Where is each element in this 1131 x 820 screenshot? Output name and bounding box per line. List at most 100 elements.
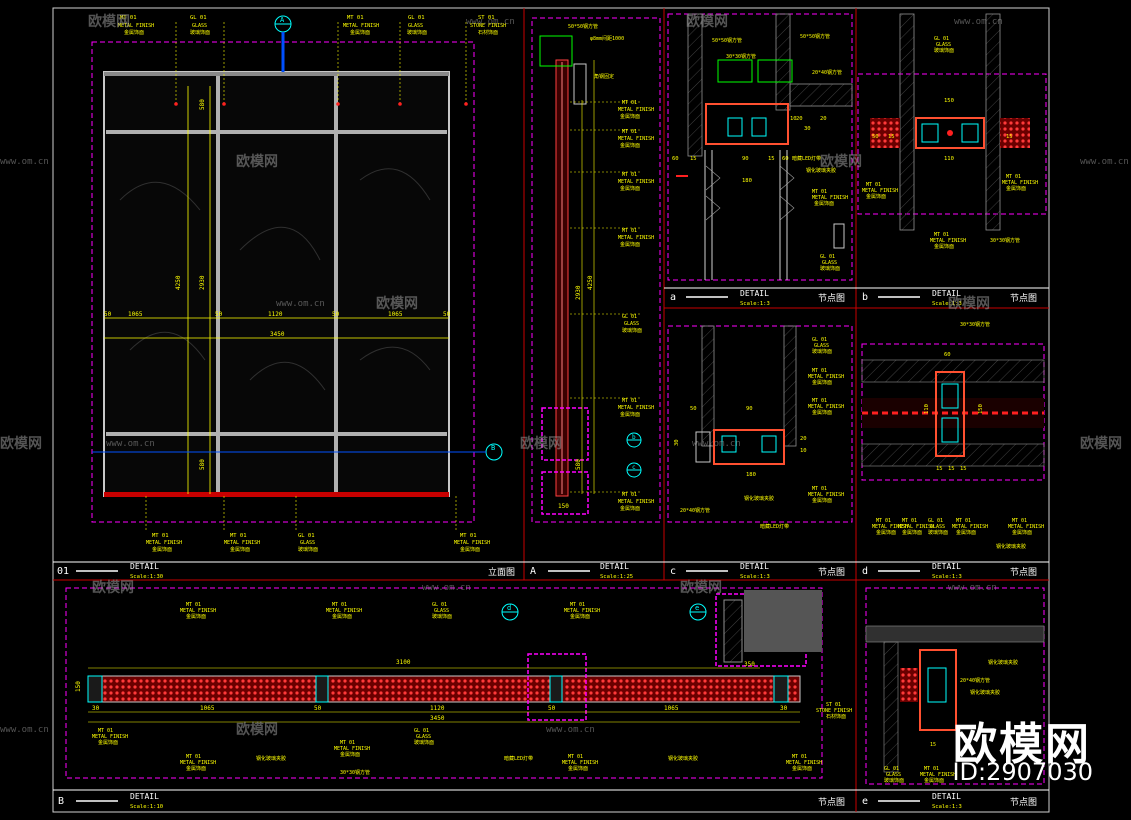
svg-text:欧模网: 欧模网 bbox=[820, 153, 862, 170]
tag-01-top-3: MT 01 METAL FINISH 金属饰面 bbox=[336, 15, 379, 106]
svg-text:METAL FINISH: METAL FINISH bbox=[92, 734, 128, 740]
svg-text:MT 01: MT 01 bbox=[568, 754, 583, 760]
svg-text:20: 20 bbox=[800, 436, 807, 442]
svg-text:Scale:1:3: Scale:1:3 bbox=[932, 301, 962, 307]
dim-01-hbot: 580 bbox=[199, 459, 206, 470]
svg-text:METAL FINISH: METAL FINISH bbox=[920, 772, 956, 778]
svg-text:MT 01: MT 01 bbox=[924, 766, 939, 772]
svg-text:GL 01: GL 01 bbox=[298, 533, 315, 539]
svg-text:GL 01: GL 01 bbox=[934, 36, 949, 42]
title-bar-plan-b: B DETAIL Scale:1:10 节点图 bbox=[58, 792, 845, 810]
svg-text:METAL FINISH: METAL FINISH bbox=[618, 136, 654, 142]
svg-text:金属饰面: 金属饰面 bbox=[812, 379, 832, 386]
svg-text:www.om.cn: www.om.cn bbox=[106, 439, 155, 449]
dim-01-hmid: 2930 bbox=[199, 275, 206, 290]
title-bar-a-small: a DETAIL Scale:1:3 节点图 bbox=[670, 289, 845, 307]
svg-text:MT 01: MT 01 bbox=[230, 533, 247, 539]
svg-text:钢化玻璃夹胶: 钢化玻璃夹胶 bbox=[806, 167, 836, 174]
svg-text:玻璃饰面: 玻璃饰面 bbox=[884, 777, 904, 784]
svg-text:欧模网: 欧模网 bbox=[680, 579, 722, 596]
svg-text:MT 01: MT 01 bbox=[812, 398, 827, 404]
svg-text:金属饰面: 金属饰面 bbox=[934, 243, 954, 250]
svg-text:50: 50 bbox=[314, 705, 322, 712]
svg-text:欧模网: 欧模网 bbox=[92, 579, 134, 596]
svg-text:节点图: 节点图 bbox=[1010, 293, 1037, 304]
dim-01-w1: 1065 bbox=[128, 311, 143, 318]
svg-text:欧模网: 欧模网 bbox=[0, 435, 42, 452]
marker-b: B bbox=[491, 444, 495, 452]
svg-text:节点图: 节点图 bbox=[1010, 797, 1037, 808]
svg-text:钢化玻璃夹胶: 钢化玻璃夹胶 bbox=[970, 689, 1000, 696]
svg-text:金属饰面: 金属饰面 bbox=[460, 546, 480, 553]
svg-text:15: 15 bbox=[930, 742, 936, 748]
svg-text:e: e bbox=[862, 796, 868, 807]
svg-text:金属饰面: 金属饰面 bbox=[152, 546, 172, 553]
svg-text:金属饰面: 金属饰面 bbox=[1012, 529, 1032, 536]
svg-text:钢化玻璃夹胶: 钢化玻璃夹胶 bbox=[988, 659, 1018, 666]
svg-text:MT 01: MT 01 bbox=[186, 754, 201, 760]
svg-text:GLASS: GLASS bbox=[814, 343, 829, 349]
panel-dividers bbox=[53, 8, 1049, 812]
detail-d: 60 110 150 15 15 15 30*30钢方管 MT 01METAL … bbox=[861, 321, 1045, 550]
svg-text:150: 150 bbox=[944, 98, 954, 104]
svg-text:节点图: 节点图 bbox=[818, 797, 845, 808]
svg-text:15: 15 bbox=[948, 466, 955, 472]
watermark-brand: 欧模网 bbox=[953, 719, 1091, 770]
svg-text:金属饰面: 金属饰面 bbox=[956, 529, 976, 536]
svg-text:www.om.cn: www.om.cn bbox=[466, 17, 515, 27]
svg-text:METAL FINISH: METAL FINISH bbox=[808, 404, 844, 410]
svg-text:ST 01: ST 01 bbox=[478, 15, 495, 21]
svg-text:暗藏LED灯带: 暗藏LED灯带 bbox=[760, 523, 789, 530]
svg-text:METAL FINISH: METAL FINISH bbox=[930, 238, 966, 244]
svg-text:30: 30 bbox=[674, 439, 680, 446]
svg-text:METAL FINISH: METAL FINISH bbox=[326, 608, 362, 614]
svg-text:90: 90 bbox=[746, 406, 753, 412]
svg-text:金属饰面: 金属饰面 bbox=[620, 142, 640, 149]
detail-a: 60 15 90 15 60 180 10 20 30 20 50*50钢方管 … bbox=[667, 13, 853, 281]
svg-text:A: A bbox=[530, 566, 536, 577]
svg-text:MT 01: MT 01 bbox=[812, 368, 827, 374]
svg-text:GL 01: GL 01 bbox=[432, 602, 447, 608]
tag-01-top-5: ST 01 STONE FINISH 石材饰面 bbox=[464, 15, 506, 106]
svg-text:3450: 3450 bbox=[430, 715, 445, 722]
title-bar-c: c DETAIL Scale:1:3 节点图 bbox=[670, 562, 845, 580]
svg-text:30: 30 bbox=[92, 705, 100, 712]
svg-text:GLASS: GLASS bbox=[192, 23, 207, 29]
svg-text:金属饰面: 金属饰面 bbox=[568, 765, 588, 772]
svg-text:01: 01 bbox=[57, 566, 69, 577]
svg-text:30: 30 bbox=[804, 126, 811, 132]
svg-text:METAL FINISH: METAL FINISH bbox=[146, 540, 182, 546]
svg-text:b: b bbox=[862, 292, 868, 303]
svg-text:金属饰面: 金属饰面 bbox=[570, 613, 590, 620]
svg-text:金属饰面: 金属饰面 bbox=[186, 765, 206, 772]
svg-text:金属饰面: 金属饰面 bbox=[620, 241, 640, 248]
section-a: 2930 4250 580 150 50*50钢方管 φ8mm间距1000 角钢… bbox=[531, 17, 661, 523]
svg-text:METAL FINISH: METAL FINISH bbox=[618, 405, 654, 411]
svg-text:15: 15 bbox=[936, 466, 943, 472]
svg-text:20: 20 bbox=[820, 116, 827, 122]
svg-text:MT 01: MT 01 bbox=[120, 15, 137, 21]
svg-text:www.om.cn: www.om.cn bbox=[546, 725, 595, 735]
svg-text:钢化玻璃夹胶: 钢化玻璃夹胶 bbox=[256, 755, 286, 762]
svg-text:30*30钢方管: 30*30钢方管 bbox=[726, 53, 756, 60]
svg-text:15: 15 bbox=[1006, 134, 1013, 140]
dim-01-total: 3450 bbox=[270, 331, 285, 338]
svg-text:金属饰面: 金属饰面 bbox=[902, 529, 922, 536]
detail-plan-b: 3100 3450 1065 1120 1065 30 50 50 30 150… bbox=[65, 587, 852, 779]
svg-text:20*40钢方管: 20*40钢方管 bbox=[812, 69, 842, 76]
svg-text:玻璃饰面: 玻璃饰面 bbox=[820, 265, 840, 272]
svg-text:50: 50 bbox=[690, 406, 697, 412]
svg-text:15: 15 bbox=[768, 156, 775, 162]
svg-text:METAL FINISH: METAL FINISH bbox=[180, 608, 216, 614]
svg-text:e: e bbox=[695, 604, 699, 612]
svg-text:金属饰面: 金属饰面 bbox=[924, 777, 944, 784]
svg-text:30*30钢方管: 30*30钢方管 bbox=[990, 237, 1020, 244]
svg-text:d: d bbox=[507, 604, 511, 612]
tag-01-bot-4: MT 01 METAL FINISH 金属饰面 bbox=[454, 496, 490, 553]
svg-text:90: 90 bbox=[742, 156, 749, 162]
svg-text:METAL FINISH: METAL FINISH bbox=[862, 188, 898, 194]
svg-text:金属饰面: 金属饰面 bbox=[620, 113, 640, 120]
svg-text:金属饰面: 金属饰面 bbox=[340, 751, 360, 758]
